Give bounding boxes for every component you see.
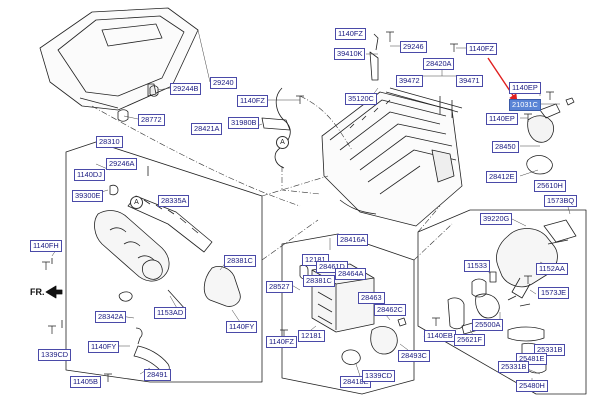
part-label-39472[interactable]: 39472 (396, 75, 423, 87)
exhaust-manifold-drawing (51, 166, 241, 372)
part-label-1140fz-4[interactable]: 1140FZ (266, 336, 297, 348)
part-label-28772[interactable]: 28772 (138, 114, 165, 126)
part-label-28335a[interactable]: 28335A (158, 195, 190, 207)
part-label-29240[interactable]: 29240 (210, 77, 237, 89)
part-label-1140fz-1[interactable]: 1140FZ (335, 28, 366, 40)
part-label-28464a[interactable]: 28464A (335, 268, 367, 280)
part-label-28421a[interactable]: 28421A (191, 123, 223, 135)
callout-a-left: A (130, 196, 143, 209)
part-label-25610h[interactable]: 25610H (534, 180, 566, 192)
part-label-28381c-2[interactable]: 28381C (303, 275, 335, 287)
reference-lines (91, 95, 453, 261)
part-label-39410k[interactable]: 39410K (334, 48, 366, 60)
part-label-1140ep-1[interactable]: 1140EP (509, 82, 541, 94)
part-label-1573bq[interactable]: 1573BQ (544, 195, 578, 207)
part-label-29246-1[interactable]: 29246 (400, 41, 427, 53)
front-arrow-icon (45, 285, 63, 299)
part-label-28412e[interactable]: 28412E (486, 171, 518, 183)
part-label-25331b-2[interactable]: 25331B (498, 361, 530, 373)
part-label-1140ep-2[interactable]: 1140EP (486, 113, 518, 125)
part-label-28462c[interactable]: 28462C (374, 304, 406, 316)
part-label-28463[interactable]: 28463 (358, 292, 385, 304)
part-label-28342a[interactable]: 28342A (95, 311, 127, 323)
part-label-28493c[interactable]: 28493C (398, 350, 430, 362)
part-label-1140fh[interactable]: 1140FH (30, 240, 62, 252)
fuel-rail-drawing (369, 33, 463, 118)
part-label-1140eb[interactable]: 1140EB (424, 330, 456, 342)
part-label-28491[interactable]: 28491 (144, 369, 171, 381)
part-label-35120c[interactable]: 35120C (345, 93, 377, 105)
part-label-11533[interactable]: 11533 (464, 260, 491, 272)
part-label-1573je[interactable]: 1573JE (538, 287, 570, 299)
direction-label: FR. (30, 287, 45, 297)
part-label-25480h[interactable]: 25480H (516, 380, 548, 392)
water-housing-group-box (417, 209, 587, 395)
part-label-1140fy-1[interactable]: 1140FY (226, 321, 258, 333)
part-label-28527[interactable]: 28527 (266, 281, 293, 293)
part-label-25621f[interactable]: 25621F (454, 334, 486, 346)
engine-cover-drawing (39, 7, 199, 122)
part-label-39300e[interactable]: 39300E (72, 190, 104, 202)
part-label-12181-2[interactable]: 12181 (298, 330, 325, 342)
part-label-21031c-highlighted[interactable]: 21031C (509, 99, 541, 111)
part-label-25500a[interactable]: 25500A (472, 319, 504, 331)
part-label-1153ad[interactable]: 1153AD (154, 307, 187, 319)
part-label-39471[interactable]: 39471 (456, 75, 483, 87)
part-label-1140fy-2[interactable]: 1140FY (88, 341, 120, 353)
part-label-28310[interactable]: 28310 (96, 136, 123, 148)
part-label-31980b[interactable]: 31980B (228, 117, 260, 129)
part-label-28420a[interactable]: 28420A (423, 58, 455, 70)
part-label-11405b[interactable]: 11405B (70, 376, 101, 388)
part-label-1339cd-2[interactable]: 1339CD (362, 370, 396, 382)
part-label-1140dj[interactable]: 1140DJ (74, 169, 105, 181)
part-label-1140fz-3[interactable]: 1140FZ (237, 95, 268, 107)
part-label-29246a[interactable]: 29246A (106, 158, 138, 170)
part-label-28450[interactable]: 28450 (492, 141, 519, 153)
part-label-25481e[interactable]: 25481E (516, 353, 548, 365)
part-label-29244b[interactable]: 29244B (170, 83, 202, 95)
egr-valve-drawing (526, 97, 575, 175)
part-label-39220g[interactable]: 39220G (480, 213, 513, 225)
callout-a-top: A (276, 136, 289, 149)
highlight-arrow-icon (487, 57, 518, 103)
part-label-1140fz-2[interactable]: 1140FZ (466, 43, 497, 55)
part-label-1339cd-1[interactable]: 1339CD (38, 349, 72, 361)
harness-drawing (261, 87, 291, 169)
part-label-1152aa[interactable]: 1152AA (536, 263, 568, 275)
engine-block-drawing (321, 91, 463, 227)
part-label-28416a[interactable]: 28416A (337, 234, 369, 246)
part-label-28381c[interactable]: 28381C (224, 255, 256, 267)
